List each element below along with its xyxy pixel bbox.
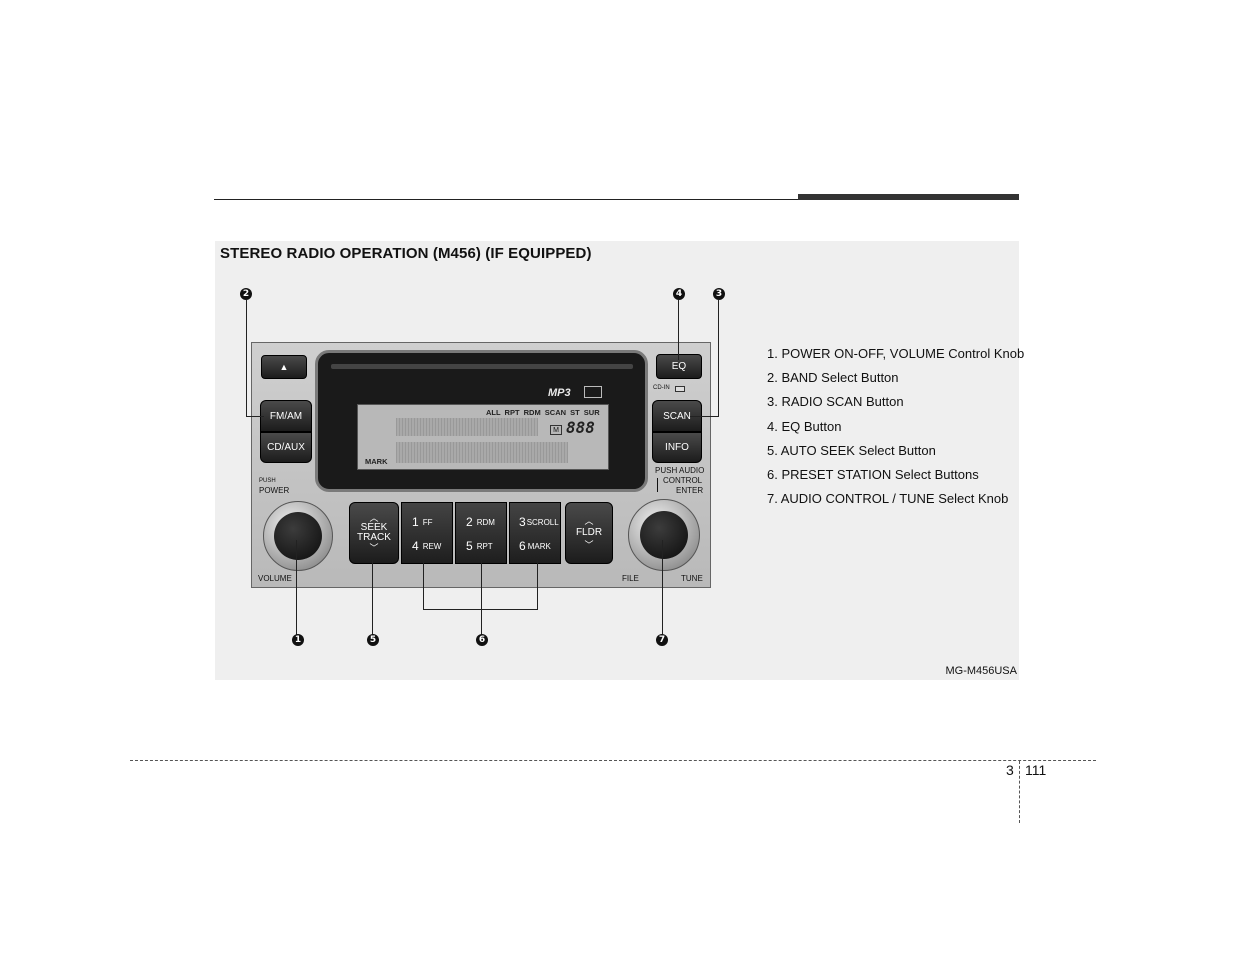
legend-item: 2. BAND Select Button xyxy=(767,370,899,386)
folder-button[interactable]: ︿ FLDR ﹀ xyxy=(565,502,613,564)
power-label: POWER xyxy=(259,486,290,495)
info-button[interactable]: INFO xyxy=(652,432,702,463)
legend-item: 7. AUDIO CONTROL / TUNE Select Knob xyxy=(767,491,1009,507)
seek-track-button[interactable]: ︿ SEEK TRACK ﹀ xyxy=(349,502,399,564)
lcd-m-indicator: M xyxy=(550,425,562,435)
audio-tune-knob-cap[interactable] xyxy=(640,511,688,559)
callout-marker-7: 7 xyxy=(656,634,668,646)
cd-in-indicator xyxy=(675,386,685,392)
chapter-number: 3 xyxy=(1006,762,1014,778)
section-title: STEREO RADIO OPERATION (M456) (IF EQUIPP… xyxy=(220,245,592,262)
callout-line-6 xyxy=(537,560,538,610)
callout-line-6 xyxy=(481,560,482,635)
cd-slot xyxy=(331,364,633,369)
eject-icon: ▲ xyxy=(279,361,289,372)
legend-item: 5. AUTO SEEK Select Button xyxy=(767,442,936,458)
callout-line-3 xyxy=(690,416,719,417)
power-volume-knob-cap[interactable] xyxy=(274,512,322,560)
callout-line-2 xyxy=(246,416,264,417)
callout-marker-6: 6 xyxy=(476,634,488,646)
push-label: PUSH xyxy=(259,478,276,484)
lcd-indicators: ALL RPT RDM SCAN ST SUR xyxy=(486,408,600,417)
legend-list: 1. POWER ON-OFF, VOLUME Control Knob 2. … xyxy=(767,346,1024,515)
enter-label: ENTER xyxy=(676,486,704,495)
file-label: FILE xyxy=(622,574,639,583)
tune-label: TUNE xyxy=(681,574,703,583)
compact-disc-logo xyxy=(584,386,602,398)
footer-dashed-divider xyxy=(1019,761,1020,823)
callout-line-6 xyxy=(423,560,424,610)
callout-line-4 xyxy=(678,300,679,360)
callout-line-1 xyxy=(296,540,297,635)
eject-button[interactable]: ▲ xyxy=(261,355,307,379)
mp3-logo: MP3 xyxy=(548,387,571,399)
volume-label: VOLUME xyxy=(258,574,292,583)
chevron-up-icon: ︿ xyxy=(369,513,379,523)
footer-dashed-rule xyxy=(130,760,1096,761)
chevron-down-icon: ﹀ xyxy=(584,540,594,550)
enter-arrow-icon xyxy=(657,478,658,492)
header-accent-bar xyxy=(798,194,1019,200)
callout-line-7 xyxy=(662,540,663,635)
callout-marker-5: 5 xyxy=(367,634,379,646)
legend-item: 6. PRESET STATION Select Buttons xyxy=(767,466,979,482)
control-label: CONTROL xyxy=(663,476,703,485)
callout-marker-4: 4 xyxy=(673,288,685,300)
eq-button[interactable]: EQ xyxy=(656,354,702,379)
callout-marker-2: 2 xyxy=(240,288,252,300)
callout-line-2 xyxy=(246,300,247,416)
push-audio-label: PUSH AUDIO xyxy=(655,466,705,475)
callout-marker-1: 1 xyxy=(292,634,304,646)
lcd-segment-row-2 xyxy=(396,442,568,463)
header-rule xyxy=(214,199,1019,200)
cd-aux-button[interactable]: CD/AUX xyxy=(260,432,312,463)
callout-line-5 xyxy=(372,560,373,635)
legend-item: 3. RADIO SCAN Button xyxy=(767,394,904,410)
legend-item: 1. POWER ON-OFF, VOLUME Control Knob xyxy=(767,346,1025,361)
lcd-segment-row-1 xyxy=(396,418,538,436)
fm-am-button[interactable]: FM/AM xyxy=(260,400,312,432)
cd-in-label: CD-IN xyxy=(653,385,670,391)
chevron-down-icon: ﹀ xyxy=(369,543,379,553)
lcd-digits: 888 xyxy=(566,418,595,437)
callout-line-6 xyxy=(423,609,538,610)
figure-code: MG-M456USA xyxy=(945,665,1017,677)
chevron-up-icon: ︿ xyxy=(584,516,594,526)
lcd-mark-label: MARK xyxy=(365,457,388,466)
callout-line-3 xyxy=(718,300,719,416)
callout-marker-3: 3 xyxy=(713,288,725,300)
page-number: 111 xyxy=(1025,762,1047,778)
legend-item: 4. EQ Button xyxy=(767,418,842,434)
